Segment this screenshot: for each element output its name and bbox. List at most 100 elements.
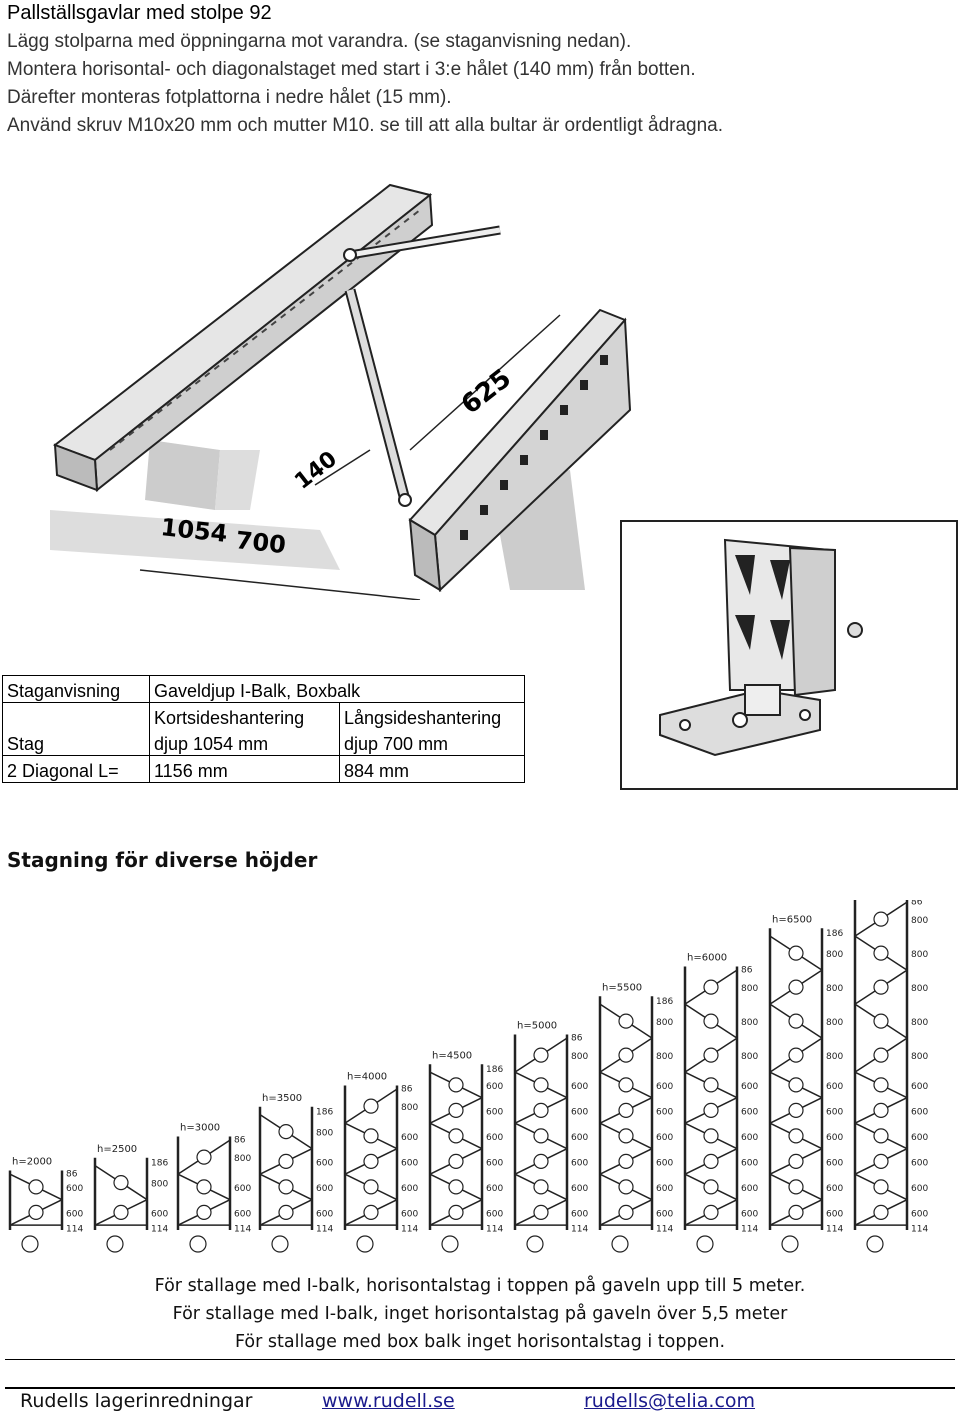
table-depth-700: djup 700 mm bbox=[339, 729, 525, 756]
frame-height-label: h=2000 bbox=[12, 1157, 52, 1168]
frame-brace-marker bbox=[363, 1153, 379, 1170]
frame-dimension-label: 800 bbox=[741, 984, 758, 994]
frame-brace-marker bbox=[618, 1077, 634, 1093]
frame-brace-marker bbox=[448, 1204, 464, 1221]
frame-dimension-label: 600 bbox=[826, 1133, 843, 1143]
table-label-stag: Stag bbox=[2, 729, 150, 756]
frame-dimension-label: 600 bbox=[571, 1184, 588, 1194]
table-header-gaveldjup: Gaveldjup I-Balk, Boxbalk bbox=[149, 675, 525, 703]
frame-base-marker bbox=[696, 1235, 714, 1253]
frame-brace-marker bbox=[618, 1204, 634, 1221]
frame-dimension-label: 600 bbox=[826, 1107, 843, 1117]
frame-brace-marker bbox=[363, 1098, 379, 1114]
frame-brace-marker bbox=[448, 1128, 464, 1144]
frame-brace-marker bbox=[448, 1077, 464, 1093]
frame-dimension-label: 600 bbox=[741, 1133, 758, 1143]
frame-dimension-label: 86 bbox=[741, 965, 753, 975]
frame-brace-marker bbox=[618, 1153, 634, 1170]
frame-dimension-label: 114 bbox=[66, 1225, 83, 1235]
frame-base-marker bbox=[271, 1235, 289, 1253]
frame-dimension-label: 600 bbox=[401, 1209, 418, 1219]
frame-brace-marker bbox=[788, 1153, 804, 1170]
frame-dimension-label: 800 bbox=[911, 950, 928, 960]
frame-dimension-label: 86 bbox=[571, 1033, 583, 1043]
frame-dimension-label: 600 bbox=[486, 1107, 503, 1117]
frame-dimension-label: 600 bbox=[741, 1107, 758, 1117]
frame-dimension-label: 600 bbox=[571, 1107, 588, 1117]
frame-brace-marker bbox=[278, 1124, 294, 1140]
frame-dimension-label: 114 bbox=[151, 1225, 168, 1235]
frame-dimension-label: 600 bbox=[911, 1107, 928, 1117]
footplate-drawing bbox=[620, 520, 958, 790]
frame-height-label: h=5500 bbox=[602, 982, 642, 993]
frame-dimension-label: 600 bbox=[486, 1184, 503, 1194]
frame-dimension-label: 600 bbox=[486, 1082, 503, 1092]
table-label-diagonal: 2 Diagonal L= bbox=[2, 755, 150, 783]
table-length-884: 884 mm bbox=[339, 755, 525, 783]
frame-dimension-label: 800 bbox=[571, 1052, 588, 1062]
instruction-line-1: Lägg stolparna med öppningarna mot varan… bbox=[7, 31, 632, 52]
frame-brace-marker bbox=[196, 1179, 212, 1195]
frame-dimension-label: 600 bbox=[826, 1184, 843, 1194]
frame-dimension-label: 800 bbox=[826, 950, 843, 960]
frame-base-marker bbox=[441, 1235, 459, 1253]
footer-website-link[interactable]: www.rudell.se bbox=[322, 1390, 455, 1412]
dimension-1054: 1054 bbox=[159, 513, 228, 548]
frame-brace-marker bbox=[618, 1047, 634, 1063]
frame-dimension-label: 600 bbox=[151, 1209, 168, 1219]
frame-brace-marker bbox=[703, 1153, 719, 1170]
frame-height-label: h=4000 bbox=[347, 1072, 387, 1083]
frame-dimension-label: 114 bbox=[741, 1225, 758, 1235]
frame-brace-marker bbox=[448, 1179, 464, 1195]
frame-brace-marker bbox=[28, 1204, 44, 1221]
frame-dimension-label: 114 bbox=[656, 1225, 673, 1235]
frame-brace-marker bbox=[788, 945, 804, 961]
dimension-140: 140 bbox=[290, 447, 342, 495]
frame-dimension-label: 800 bbox=[911, 1018, 928, 1028]
frame-brace-marker bbox=[873, 1047, 889, 1063]
frame-dimension-label: 600 bbox=[571, 1133, 588, 1143]
frame-dimension-label: 600 bbox=[66, 1184, 83, 1194]
footer-email-link[interactable]: rudells@telia.com bbox=[584, 1390, 756, 1412]
frame-brace-marker bbox=[873, 1153, 889, 1170]
frame-base-marker bbox=[866, 1235, 884, 1253]
frame-brace-marker bbox=[278, 1179, 294, 1195]
table-header-langside: Långsideshantering bbox=[339, 702, 525, 729]
frame-brace-marker bbox=[113, 1204, 129, 1221]
frame-dimension-label: 800 bbox=[656, 1052, 673, 1062]
frame-dimension-label: 600 bbox=[826, 1158, 843, 1168]
note-2: För stallage med I-balk, inget horisonta… bbox=[172, 1304, 788, 1324]
frame-brace-marker bbox=[788, 1077, 804, 1093]
frame-dimension-label: 600 bbox=[571, 1209, 588, 1219]
frame-brace-marker bbox=[533, 1128, 549, 1144]
frame-dimension-label: 600 bbox=[486, 1133, 503, 1143]
frame-dimension-label: 600 bbox=[741, 1082, 758, 1092]
table-length-1156: 1156 mm bbox=[149, 755, 340, 783]
frame-brace-marker bbox=[533, 1102, 549, 1119]
divider bbox=[5, 1359, 955, 1360]
frame-brace-marker bbox=[873, 979, 889, 995]
section-heading: Stagning för diverse höjder bbox=[7, 848, 318, 872]
frame-dimension-label: 600 bbox=[741, 1209, 758, 1219]
frame-dimension-label: 186 bbox=[486, 1065, 503, 1075]
frame-dimension-label: 600 bbox=[741, 1184, 758, 1194]
frame-dimension-label: 600 bbox=[316, 1209, 333, 1219]
frame-dimension-label: 600 bbox=[234, 1184, 251, 1194]
frame-dimension-label: 600 bbox=[316, 1184, 333, 1194]
frame-brace-marker bbox=[788, 1047, 804, 1063]
frame-dimension-label: 600 bbox=[911, 1133, 928, 1143]
frame-dimension-label: 114 bbox=[234, 1225, 251, 1235]
frame-dimension-label: 600 bbox=[656, 1082, 673, 1092]
frame-dimension-label: 800 bbox=[826, 1018, 843, 1028]
frame-dimension-label: 186 bbox=[656, 997, 673, 1007]
frame-dimension-label: 114 bbox=[826, 1225, 843, 1235]
note-1: För stallage med I-balk, horisontalstag … bbox=[154, 1276, 806, 1296]
frame-brace-marker bbox=[113, 1175, 129, 1191]
frame-brace-marker bbox=[448, 1153, 464, 1170]
frame-brace-marker bbox=[873, 1128, 889, 1144]
frame-dimension-label: 600 bbox=[911, 1184, 928, 1194]
frame-base-marker bbox=[189, 1235, 207, 1253]
frame-brace-marker bbox=[618, 1013, 634, 1029]
frame-dimension-label: 86 bbox=[911, 900, 923, 907]
frame-brace-marker bbox=[618, 1179, 634, 1195]
